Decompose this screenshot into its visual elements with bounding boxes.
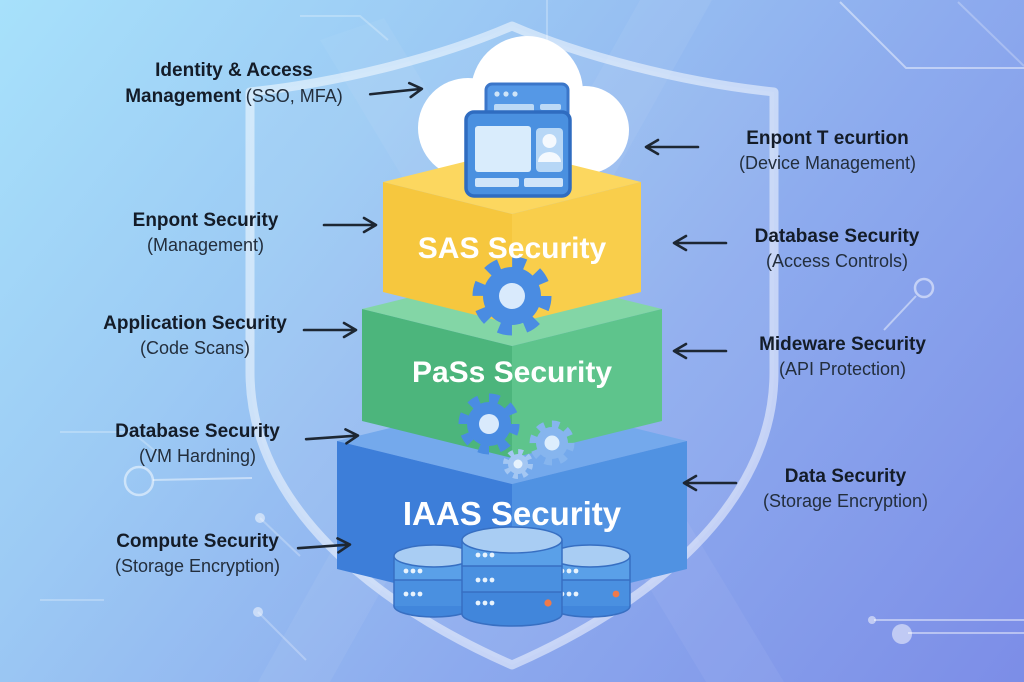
- label-note: (Storage Encryption): [114, 556, 281, 576]
- gear-cluster-icon: [458, 393, 575, 479]
- circuit-line: [957, 1, 1024, 67]
- label-title: Database Security: [754, 226, 920, 247]
- label-database-security-right: Database Security (Access Controls): [712, 224, 962, 274]
- browser-window-icon: [464, 82, 572, 198]
- circuit-line: [60, 431, 167, 461]
- label-data-security: Data Security (Storage Encryption): [718, 464, 973, 514]
- circuit-line: [300, 15, 389, 41]
- gear-icon: [472, 256, 552, 336]
- label-application-security: Application Security (Code Scans): [80, 311, 310, 361]
- circuit-line: [257, 611, 307, 661]
- circuit-node-icon: [255, 513, 265, 523]
- arrow-left-icon: [682, 474, 738, 492]
- circuit-line: [152, 477, 253, 481]
- label-title: Database Security: [115, 421, 280, 442]
- arrow-left-icon: [644, 138, 700, 156]
- label-mideware-security: Mideware Security (API Protection): [715, 332, 970, 382]
- circuit-node-icon: [253, 607, 263, 617]
- label-database-security-left: Database Security (VM Hardning): [85, 419, 310, 469]
- label-title: Application Security: [103, 313, 287, 334]
- circuit-node-icon: [913, 277, 935, 299]
- saas-title: SAS Security: [418, 232, 607, 265]
- database-icon: [461, 526, 563, 627]
- arrow-right-icon: [368, 81, 424, 99]
- label-note: (Management): [146, 235, 265, 255]
- arrow-right-icon: [322, 216, 378, 234]
- label-note: (Storage Encryption): [762, 491, 929, 511]
- circuit-node-icon: [123, 465, 155, 497]
- label-note: (Device Management): [738, 153, 917, 173]
- label-note: (Access Controls): [765, 251, 909, 271]
- saas-right-face: [512, 182, 641, 324]
- label-enpont-security: Enpont Security (Management): [88, 208, 323, 258]
- arrow-left-icon: [672, 342, 728, 360]
- paas-title: PaSs Security: [412, 356, 612, 389]
- circuit-node-icon: [868, 616, 876, 624]
- label-title: Mideware Security: [759, 334, 926, 355]
- database-cluster-icon: [393, 526, 631, 627]
- database-icon: [393, 544, 475, 618]
- paas-right-face: [512, 309, 662, 458]
- label-identity-access-management: Identity & Access Management (SSO, MFA): [105, 58, 363, 110]
- circuit-traces: [40, 0, 1024, 661]
- label-title: Compute Security: [116, 531, 279, 552]
- label-enpont-t-ecurtion: Enpont T ecurtion (Device Management): [700, 126, 955, 176]
- circuit-node-icon: [892, 624, 912, 644]
- label-note: (Code Scans): [139, 338, 251, 358]
- circuit-line: [839, 1, 1024, 69]
- label-title: Enpont T ecurtion: [746, 128, 909, 149]
- arrow-right-icon: [296, 537, 352, 554]
- arrow-left-icon: [672, 234, 728, 252]
- circuit-line: [259, 517, 301, 557]
- arrow-right-icon: [302, 321, 358, 339]
- arrow-right-icon: [304, 428, 360, 445]
- label-note: (API Protection): [778, 359, 907, 379]
- circuit-line: [883, 295, 917, 331]
- label-title: Enpont Security: [132, 210, 279, 231]
- label-compute-security: Compute Security (Storage Encryption): [80, 529, 315, 579]
- label-note: (SSO, MFA): [245, 86, 343, 106]
- iaas-title: IAAS Security: [403, 495, 622, 532]
- label-title: Data Security: [784, 466, 907, 487]
- label-title: Identity & Access Management: [125, 60, 313, 107]
- label-note: (VM Hardning): [138, 446, 257, 466]
